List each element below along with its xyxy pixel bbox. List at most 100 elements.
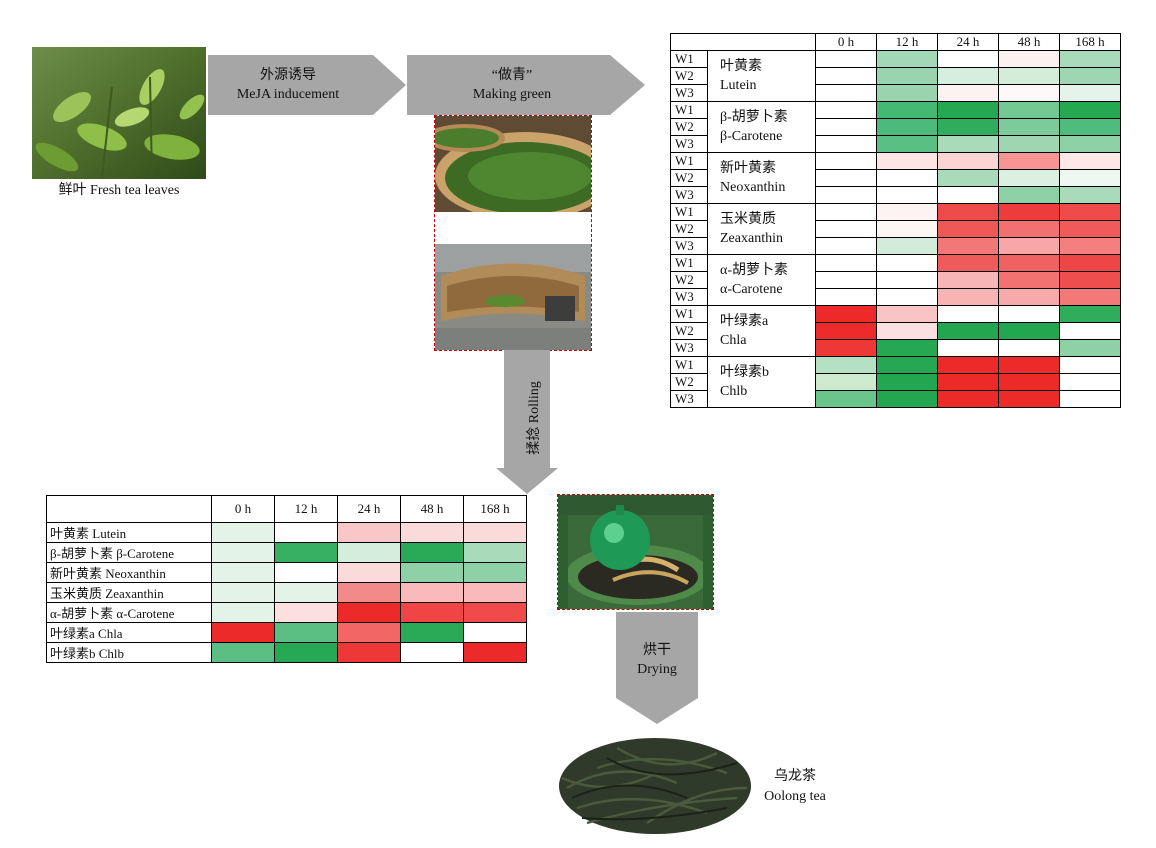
main-heatmap-row: W2 — [670, 322, 1121, 340]
main-heatmap-cell — [998, 322, 1060, 340]
summary-heatmap-row: 叶绿素a Chla — [46, 622, 527, 643]
main-heatmap-corner — [670, 33, 816, 51]
pigment-name-en: Zeaxanthin — [720, 231, 783, 246]
main-heatmap-cell — [937, 186, 999, 204]
main-heatmap-cell — [876, 220, 938, 238]
main-heatmap-pigment-label: 玉米黄质 Zeaxanthin — [707, 203, 816, 255]
main-heatmap-cell — [876, 152, 938, 170]
main-heatmap-cell — [815, 169, 877, 187]
summary-heatmap-cell — [463, 562, 527, 583]
pigment-name-en: Chla — [720, 333, 747, 348]
summary-heatmap-hour-header: 0 h — [211, 495, 275, 523]
main-heatmap-cell — [876, 305, 938, 323]
summary-heatmap-cell — [400, 582, 464, 603]
main-heatmap-row: W3 — [670, 390, 1121, 408]
main-heatmap-row: W2 — [670, 373, 1121, 391]
main-heatmap-cell — [815, 220, 877, 238]
main-heatmap-cell — [815, 288, 877, 306]
main-heatmap-cell — [937, 67, 999, 85]
main-heatmap-cell — [876, 84, 938, 102]
main-heatmap-treatment-label: W2 — [670, 169, 708, 187]
main-heatmap-cell — [1059, 339, 1121, 357]
main-heatmap-treatment-label: W2 — [670, 220, 708, 238]
main-heatmap-treatment-label: W1 — [670, 50, 708, 68]
summary-heatmap-cell — [274, 562, 338, 583]
main-heatmap-cell — [815, 390, 877, 408]
summary-heatmap-cell — [337, 542, 401, 563]
main-heatmap-row: W3 — [670, 339, 1121, 357]
pigment-name-cn: 叶黄素 — [720, 59, 762, 74]
main-heatmap-pigment-label: β-胡萝卜素 β-Carotene — [707, 101, 816, 153]
main-heatmap-treatment-label: W2 — [670, 322, 708, 340]
main-heatmap-cell — [1059, 84, 1121, 102]
drying-arrow — [616, 612, 698, 724]
main-heatmap-cell — [815, 84, 877, 102]
summary-heatmap-cell — [337, 622, 401, 643]
main-heatmap-cell — [998, 254, 1060, 272]
main-heatmap-cell — [937, 254, 999, 272]
main-heatmap-cell — [937, 152, 999, 170]
pigment-name-en: Neoxanthin — [720, 180, 786, 195]
main-heatmap-treatment-label: W2 — [670, 373, 708, 391]
summary-heatmap-row: 玉米黄质 Zeaxanthin — [46, 582, 527, 603]
summary-heatmap-pigment-label: 叶绿素b Chlb — [46, 642, 212, 663]
main-heatmap-cell — [998, 220, 1060, 238]
main-heatmap-cell — [815, 118, 877, 136]
main-heatmap-cell — [815, 135, 877, 153]
oolong-tea-photo — [557, 728, 753, 836]
main-heatmap-cell — [998, 135, 1060, 153]
summary-heatmap-cell — [463, 622, 527, 643]
main-heatmap-cell — [1059, 152, 1121, 170]
main-heatmap-hour-header: 0 h — [815, 33, 877, 51]
summary-heatmap-row: 叶绿素b Chlb — [46, 642, 527, 663]
main-heatmap-treatment-label: W1 — [670, 356, 708, 374]
main-heatmap-treatment-label: W3 — [670, 84, 708, 102]
rolling-label: 揉捻 Rolling — [527, 381, 542, 455]
main-heatmap-cell — [937, 84, 999, 102]
summary-heatmap-cell — [211, 602, 275, 623]
summary-heatmap-row: 叶黄素 Lutein — [46, 522, 527, 543]
summary-heatmap-cell — [400, 522, 464, 543]
main-heatmap-row: W3 — [670, 237, 1121, 255]
main-heatmap-cell — [998, 169, 1060, 187]
summary-heatmap-hour-header: 24 h — [337, 495, 401, 523]
drying-label-cn: 烘干 — [643, 643, 671, 658]
main-heatmap-cell — [815, 373, 877, 391]
main-heatmap-treatment-label: W1 — [670, 101, 708, 119]
main-heatmap-cell — [998, 203, 1060, 221]
pigment-name-cn: β-胡萝卜素 — [720, 110, 788, 125]
main-heatmap-cell — [815, 271, 877, 289]
summary-heatmap-cell — [463, 642, 527, 663]
main-heatmap-cell — [937, 220, 999, 238]
summary-heatmap-cell — [274, 602, 338, 623]
main-heatmap-cell — [1059, 67, 1121, 85]
main-heatmap-cell — [1059, 373, 1121, 391]
main-heatmap-cell — [876, 186, 938, 204]
main-heatmap-cell — [1059, 237, 1121, 255]
main-heatmap-cell — [876, 288, 938, 306]
summary-heatmap-cell — [337, 602, 401, 623]
pigment-name-en: Lutein — [720, 78, 757, 93]
pigment-name-cn: 玉米黄质 — [720, 212, 776, 227]
main-heatmap-cell — [937, 118, 999, 136]
main-heatmap-cell — [1059, 186, 1121, 204]
main-heatmap-cell — [1059, 118, 1121, 136]
main-heatmap-cell — [815, 101, 877, 119]
summary-heatmap-cell — [274, 622, 338, 643]
main-heatmap-cell — [876, 135, 938, 153]
summary-heatmap-pigment-label: 新叶黄素 Neoxanthin — [46, 562, 212, 583]
pigment-name-en: β-Carotene — [720, 129, 783, 144]
main-heatmap-cell — [876, 254, 938, 272]
main-heatmap-cell — [937, 50, 999, 68]
summary-heatmap-row: α-胡萝卜素 α-Carotene — [46, 602, 527, 623]
main-heatmap-cell — [815, 356, 877, 374]
main-heatmap-cell — [876, 373, 938, 391]
main-heatmap-cell — [876, 322, 938, 340]
main-heatmap-cell — [876, 50, 938, 68]
